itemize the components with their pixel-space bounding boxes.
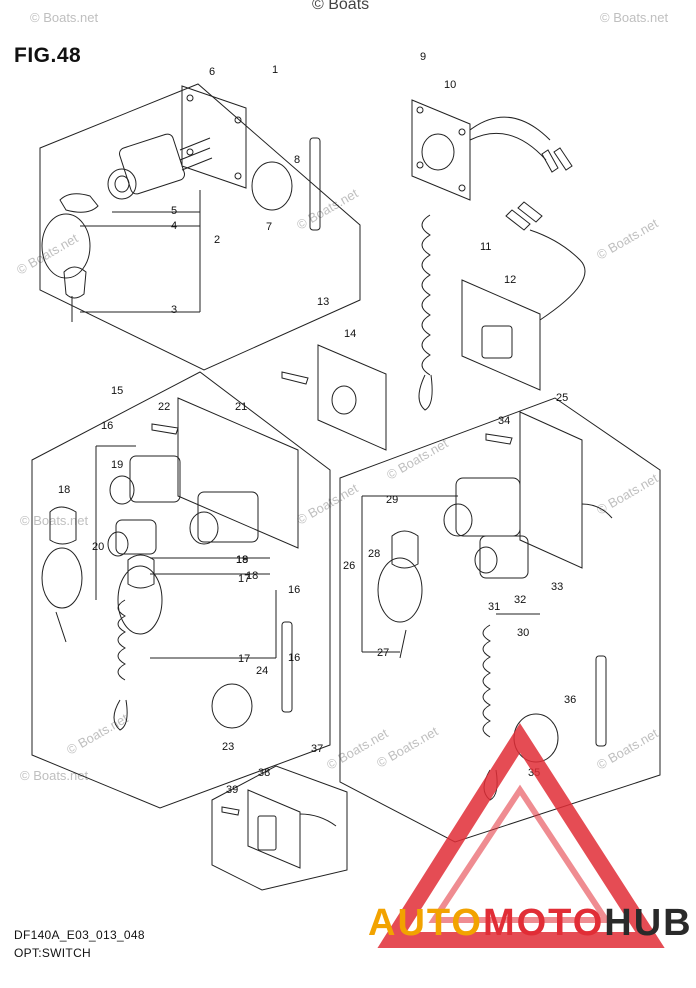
callout-22: 22 — [158, 401, 170, 413]
group-11-parts — [461, 201, 586, 391]
callout-38: 38 — [258, 767, 270, 779]
group-37-parts — [221, 789, 337, 869]
watermark-text: © Boats.net — [20, 768, 89, 783]
callout-20: 20 — [92, 541, 104, 553]
callout-39: 39 — [226, 784, 238, 796]
callout-30: 30 — [517, 627, 529, 639]
group-25-outline — [339, 397, 661, 843]
brand-part-moto: MOTO — [482, 902, 605, 944]
callout-21: 21 — [235, 401, 247, 413]
diagram-title: OPT:SWITCH — [14, 946, 91, 960]
callout-7: 7 — [266, 221, 272, 233]
group-25-parts — [361, 411, 613, 801]
callout-11: 11 — [480, 241, 491, 253]
callout-37: 37 — [311, 743, 323, 755]
callout-19: 19 — [111, 459, 123, 471]
brand-part-auto: AUTO — [368, 902, 483, 944]
callout-19: 19 — [236, 554, 248, 566]
callout-23: 23 — [222, 741, 234, 753]
callout-14: 14 — [344, 328, 356, 340]
group-13-parts — [281, 344, 387, 451]
watermark-text: © Boats.net — [30, 10, 99, 25]
callout-27: 27 — [377, 647, 389, 659]
group-37-outline — [211, 765, 348, 891]
callout-3: 3 — [171, 304, 177, 316]
callout-33: 33 — [551, 581, 563, 593]
callout-4: 4 — [171, 220, 177, 232]
callout-16: 16 — [101, 420, 113, 432]
callout-15: 15 — [111, 385, 123, 397]
callout-29: 29 — [386, 494, 398, 506]
callout-34: 34 — [498, 415, 510, 427]
callout-18: 18 — [246, 570, 258, 582]
callout-18: 18 — [236, 554, 248, 566]
callout-28: 28 — [368, 548, 380, 560]
watermark-text: © Boats.net — [64, 710, 131, 757]
callout-16: 16 — [288, 584, 300, 596]
callout-25: 25 — [556, 392, 568, 404]
callout-32: 32 — [514, 594, 526, 606]
callout-1: 1 — [272, 64, 278, 76]
callout-17: 17 — [238, 653, 250, 665]
brand-logo: AUTOMOTOHUB — [368, 902, 693, 945]
callout-layer: 1234567891011121314151616161717181818191… — [58, 51, 576, 796]
callout-16: 16 — [288, 652, 300, 664]
callout-13: 13 — [317, 296, 329, 308]
copyright-top: © Boats — [312, 0, 370, 13]
brand-triangle — [377, 723, 665, 948]
callout-5: 5 — [171, 205, 177, 217]
watermark-text: © Boats.net — [20, 513, 89, 528]
callout-2: 2 — [214, 234, 220, 246]
callout-31: 31 — [488, 601, 500, 613]
group-1-parts — [41, 85, 321, 322]
callout-36: 36 — [564, 694, 576, 706]
group-15-outline — [31, 371, 331, 809]
callout-24: 24 — [256, 665, 268, 677]
callout-17: 17 — [238, 573, 250, 585]
brand-part-hub: HUB — [604, 902, 693, 944]
callout-6: 6 — [209, 66, 215, 78]
callout-18: 18 — [58, 484, 70, 496]
callout-8: 8 — [294, 154, 300, 166]
callout-12: 12 — [504, 274, 516, 286]
watermark-text: © Boats.net — [594, 215, 661, 262]
callout-10: 10 — [444, 79, 456, 91]
watermark-text: © Boats.net — [14, 230, 81, 277]
callout-9: 9 — [420, 51, 426, 63]
callout-26: 26 — [343, 560, 355, 572]
watermark-text: © Boats.net — [294, 185, 361, 232]
group-9-parts — [411, 99, 573, 411]
watermark-text: © Boats.net — [594, 725, 661, 772]
group-15-parts — [41, 397, 299, 731]
watermark-text: © Boats.net — [600, 10, 669, 25]
watermark-text: © Boats.net — [384, 435, 451, 482]
figure-title: FIG.48 — [14, 44, 82, 67]
group-1-outline — [39, 83, 361, 371]
diagram-code: DF140A_E03_013_048 — [14, 928, 145, 942]
watermark-text: © Boats.net — [294, 480, 361, 527]
